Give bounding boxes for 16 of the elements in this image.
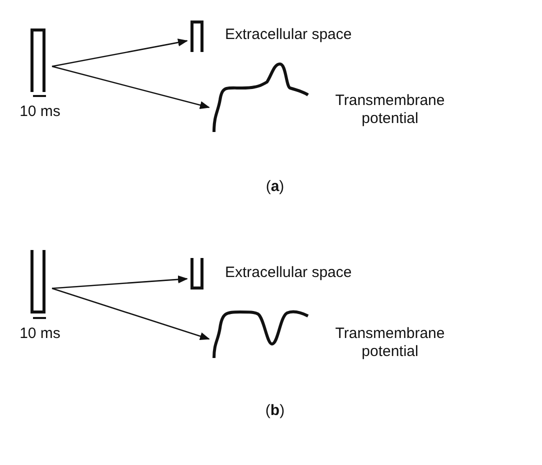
arrow — [52, 38, 188, 68]
panel-label: (a) — [264, 178, 286, 196]
caption-text: Extracellular space — [225, 26, 353, 44]
arrow — [52, 66, 210, 109]
arrow — [52, 275, 188, 290]
caption-text: Transmembrane potential — [334, 92, 446, 128]
arrow — [52, 288, 210, 340]
caption-text: Extracellular space — [225, 264, 353, 282]
caption-text: 10 ms — [18, 103, 62, 121]
caption-text: 10 ms — [18, 325, 62, 343]
stimulus-pulse-drawing — [30, 28, 46, 92]
extracellular-waveform-drawing — [190, 258, 204, 290]
stimulus-pulse-drawing — [30, 250, 46, 314]
caption-text: Transmembrane potential — [334, 325, 446, 361]
panel-label: (b) — [264, 402, 286, 420]
extracellular-waveform-drawing — [190, 20, 204, 52]
